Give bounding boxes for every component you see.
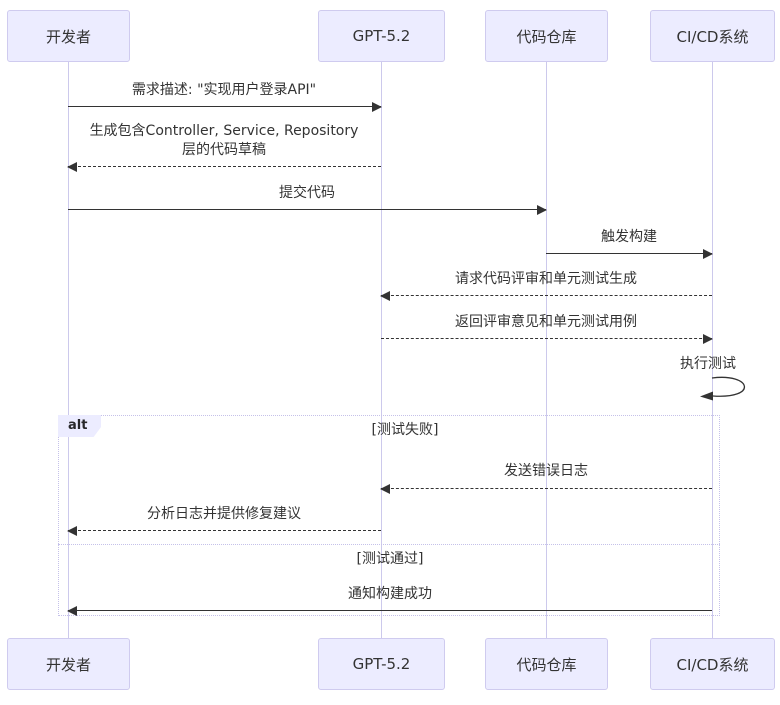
participant-gpt-top: GPT-5.2	[318, 10, 445, 62]
alt-condition-pass: [测试通过]	[356, 551, 424, 567]
participant-gpt-bottom: GPT-5.2	[318, 638, 445, 690]
lifeline-cicd	[712, 62, 713, 638]
participant-cicd-top: CI/CD系统	[650, 10, 775, 62]
participant-label: 代码仓库	[516, 27, 577, 46]
message-label: 触发构建	[601, 229, 657, 245]
self-loop-arrow-icon	[700, 376, 745, 401]
message-label: 分析日志并提供修复建议	[147, 506, 301, 522]
message-label: 提交代码	[279, 185, 335, 201]
arrowhead-left-icon	[67, 162, 77, 172]
arrowhead-right-icon	[703, 334, 713, 344]
message-arrow-dashed	[381, 334, 713, 344]
message-arrow-solid	[68, 102, 382, 112]
participant-repo-top: 代码仓库	[485, 10, 608, 62]
participant-label: 开发者	[45, 655, 91, 674]
arrowhead-right-icon	[703, 249, 713, 259]
message-arrow-dashed	[380, 484, 712, 494]
message-label: 生成包含Controller, Service, Repository 层的代码…	[89, 123, 359, 158]
message-label: 返回评审意见和单元测试用例	[455, 314, 637, 330]
arrowhead-right-icon	[372, 102, 382, 112]
lifeline-gpt	[381, 62, 382, 638]
message-arrow-dashed	[67, 162, 381, 172]
participant-label: 开发者	[45, 27, 91, 46]
arrowhead-left-icon	[67, 526, 77, 536]
participant-label: GPT-5.2	[352, 655, 411, 673]
message-label: 需求描述: "实现用户登录API"	[131, 82, 317, 98]
message-label: 发送错误日志	[504, 463, 588, 479]
participant-label: CI/CD系统	[676, 655, 749, 674]
message-arrow-solid	[546, 249, 713, 259]
message-arrow-dashed	[67, 526, 381, 536]
arrowhead-right-icon	[537, 205, 547, 215]
participant-cicd-bottom: CI/CD系统	[650, 638, 775, 690]
lifeline-developer	[68, 62, 69, 638]
message-label: 执行测试	[680, 356, 736, 372]
alt-condition-fail: [测试失败]	[371, 422, 439, 438]
participant-developer-top: 开发者	[7, 10, 130, 62]
participant-label: CI/CD系统	[676, 27, 749, 46]
participant-developer-bottom: 开发者	[7, 638, 130, 690]
arrowhead-left-icon	[380, 291, 390, 301]
arrowhead-left-icon	[380, 484, 390, 494]
message-arrow-solid	[68, 205, 547, 215]
message-label: 通知构建成功	[348, 586, 432, 602]
alt-frame-label: alt	[58, 415, 102, 437]
participant-repo-bottom: 代码仓库	[485, 638, 608, 690]
message-arrow-solid	[67, 606, 712, 616]
lifeline-repo	[546, 62, 547, 638]
alt-divider	[58, 544, 720, 545]
alt-frame	[58, 415, 720, 616]
message-label: 请求代码评审和单元测试生成	[455, 271, 637, 287]
participant-label: 代码仓库	[516, 655, 577, 674]
arrowhead-left-icon	[67, 606, 77, 616]
message-arrow-dashed	[380, 291, 712, 301]
participant-label: GPT-5.2	[352, 27, 411, 45]
